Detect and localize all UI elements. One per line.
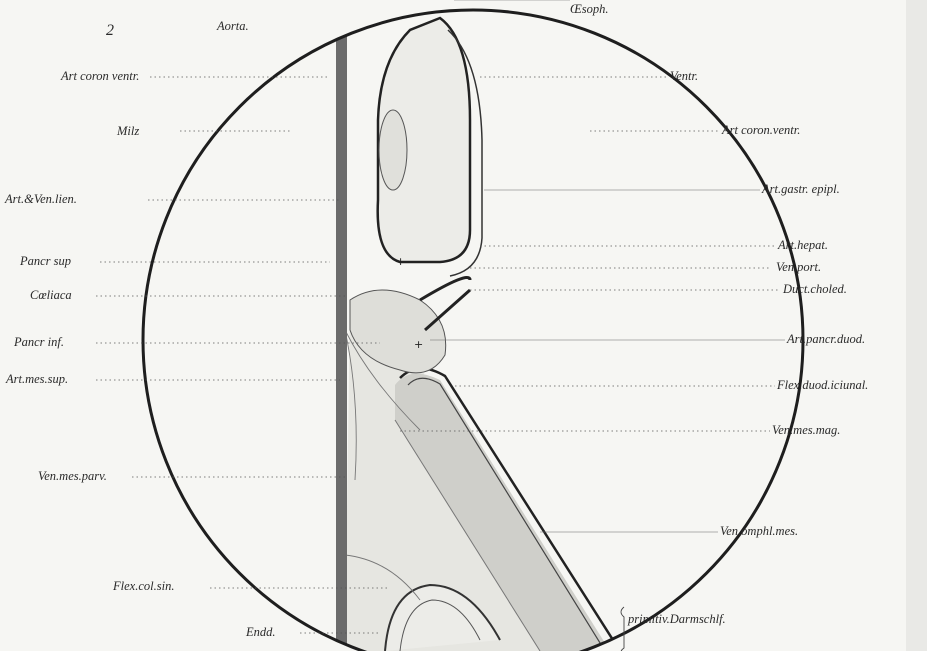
aorta-vessel [336, 0, 347, 651]
label-flex-col-sin: Flex.col.sin. [113, 580, 174, 593]
label-pancr-inf: Pancr inf. [14, 336, 64, 349]
label-art-gastr-epipl: Art.gastr. epipl. [762, 183, 840, 196]
label-pancr-sup: Pancr sup [20, 255, 71, 268]
label-art-hepat: Art.hepat. [778, 239, 828, 252]
figure-number: 2 [106, 23, 114, 39]
label-ven-mes-parv: Ven.mes.parv. [38, 470, 107, 483]
label-oesoph: Œsoph. [570, 3, 609, 16]
marker-cross-1: + [396, 255, 405, 268]
marker-cross-2: + [414, 338, 423, 351]
label-coeliaca: Cœliaca [30, 289, 72, 302]
label-flex-duod-iciunal: Flex.duod.iciunal. [777, 379, 868, 392]
label-ventr: Ventr. [670, 70, 698, 83]
spleen [379, 110, 407, 190]
label-ven-port: Ven.port. [776, 261, 821, 274]
label-ven-mes-mag: Ven.mes.mag. [772, 424, 840, 437]
label-aorta: Aorta. [217, 20, 249, 33]
page-edge [906, 0, 927, 651]
label-duct-choled: Duct.choled. [783, 283, 847, 296]
label-art-ven-lien: Art.&Ven.lien. [5, 193, 77, 206]
label-art-coron-ventr-right: Art coron.ventr. [722, 124, 800, 137]
label-art-coron-ventr-left: Art coron ventr. [61, 70, 139, 83]
label-primitiv-darmschlf: primitiv.Darmschlf. [628, 613, 726, 626]
label-endd: Endd. [246, 626, 276, 639]
label-art-mes-sup: Art.mes.sup. [6, 373, 68, 386]
section-contents: + + [336, 0, 620, 651]
label-milz: Milz [117, 125, 139, 138]
bracket [621, 607, 624, 651]
label-ven-omphl-mes: Ven.omphl.mes. [720, 525, 798, 538]
label-art-pancr-duod: Art.pancr.duod. [787, 333, 865, 346]
